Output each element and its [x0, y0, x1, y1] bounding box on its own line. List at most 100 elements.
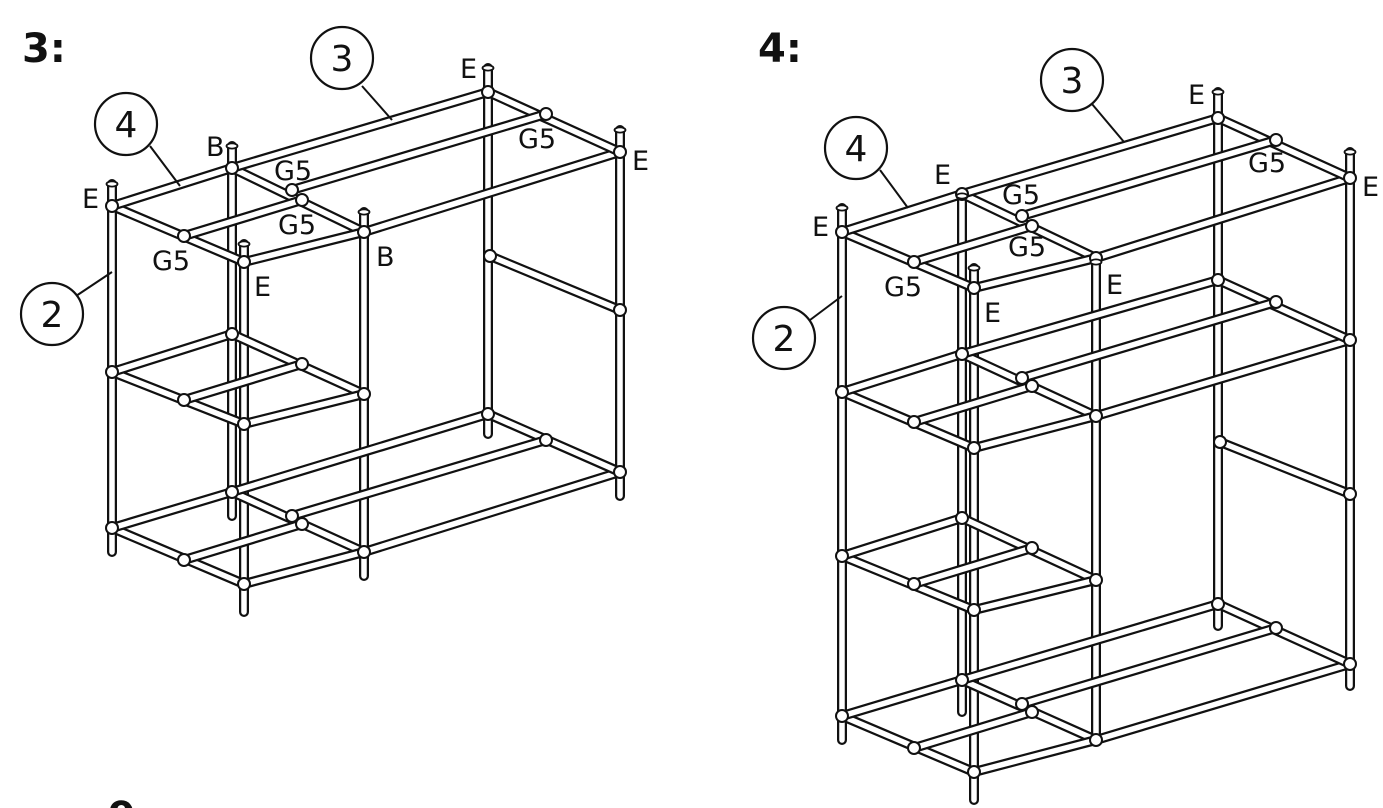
- rail: [911, 383, 1035, 425]
- joint: [967, 765, 981, 779]
- rail: [229, 89, 491, 171]
- joint: [295, 357, 309, 371]
- post-cap: [835, 204, 849, 212]
- joint: [1025, 219, 1039, 233]
- post-cap: [1089, 258, 1103, 266]
- callout-2-number: 2: [41, 295, 64, 336]
- joint: [613, 465, 627, 479]
- rail: [1019, 137, 1279, 219]
- rail: [1215, 115, 1353, 181]
- rail: [959, 277, 1221, 357]
- rail: [1093, 337, 1353, 419]
- joint: [907, 255, 921, 269]
- label-e: E: [1106, 270, 1123, 301]
- callout-4-number: 4: [115, 105, 138, 146]
- label-g5: G5: [278, 210, 316, 241]
- rack-frame-step-4: [835, 87, 1357, 805]
- rack-frame-step-3: [105, 63, 627, 617]
- rail: [1093, 175, 1353, 261]
- joint: [357, 387, 371, 401]
- joint: [1015, 697, 1029, 711]
- joint: [1025, 541, 1039, 555]
- joint: [835, 385, 849, 399]
- joint: [237, 255, 251, 269]
- label-b: B: [376, 242, 395, 273]
- brace: [487, 253, 623, 313]
- joint: [1025, 705, 1039, 719]
- rail: [839, 677, 965, 719]
- rail: [181, 197, 305, 239]
- joint: [1269, 621, 1283, 635]
- rail: [241, 229, 367, 265]
- joint: [225, 327, 239, 341]
- rail: [971, 413, 1099, 451]
- post-cap: [225, 142, 239, 150]
- rail: [839, 191, 965, 235]
- joint: [105, 199, 119, 213]
- rail: [1093, 661, 1353, 743]
- joint: [285, 509, 299, 523]
- rail: [109, 331, 235, 375]
- joint: [835, 549, 849, 563]
- label-b: B: [206, 132, 225, 163]
- joint: [177, 229, 191, 243]
- rail: [485, 411, 623, 475]
- joint: [907, 577, 921, 591]
- joint: [1343, 487, 1357, 501]
- joint: [1343, 333, 1357, 347]
- joint: [237, 577, 251, 591]
- rack-frames: [105, 63, 1357, 805]
- joint: [613, 303, 627, 317]
- rail: [361, 469, 623, 555]
- rail: [181, 361, 305, 403]
- step-4: 4: 4 3 2 E E E E E E G5 G5 G5 G5: [751, 26, 1379, 371]
- joint: [237, 417, 251, 431]
- joint: [907, 741, 921, 755]
- callout-4-circle: [823, 115, 889, 181]
- rail: [289, 111, 549, 193]
- joint: [1213, 435, 1227, 449]
- joint: [955, 511, 969, 525]
- rail: [1215, 277, 1353, 343]
- post-cap: [105, 180, 119, 188]
- joint: [483, 249, 497, 263]
- joint: [1211, 597, 1225, 611]
- rail: [911, 545, 1035, 587]
- rail: [241, 391, 367, 427]
- rail: [1215, 601, 1353, 667]
- label-e: E: [1362, 172, 1379, 203]
- joint: [177, 393, 191, 407]
- callout-3-number: 3: [331, 39, 354, 80]
- post-cap: [481, 64, 495, 72]
- callout-4-leader: [149, 145, 181, 187]
- joint: [1343, 657, 1357, 671]
- label-e: E: [984, 298, 1001, 329]
- callout-4-circle: [93, 91, 159, 157]
- rail: [109, 525, 247, 587]
- joint: [1211, 111, 1225, 125]
- joint: [1015, 209, 1029, 223]
- joint: [357, 545, 371, 559]
- step-3-label: 3:: [22, 26, 66, 72]
- joint: [539, 433, 553, 447]
- callout-3-leader: [1091, 103, 1125, 143]
- joint: [907, 415, 921, 429]
- joint: [1089, 573, 1103, 587]
- joint: [225, 161, 239, 175]
- label-g5: G5: [1248, 148, 1286, 179]
- joint: [481, 407, 495, 421]
- joint: [967, 441, 981, 455]
- joint: [835, 225, 849, 239]
- rail: [911, 223, 1035, 265]
- callout-3-circle: [309, 25, 375, 91]
- callout-3-number: 3: [1061, 61, 1084, 102]
- brace: [1217, 439, 1353, 497]
- label-g5: G5: [884, 272, 922, 303]
- rail: [361, 149, 623, 235]
- callout-3-circle: [1039, 47, 1105, 113]
- joint: [295, 517, 309, 531]
- post-cap: [967, 264, 981, 272]
- joint: [1089, 733, 1103, 747]
- joint: [1211, 273, 1225, 287]
